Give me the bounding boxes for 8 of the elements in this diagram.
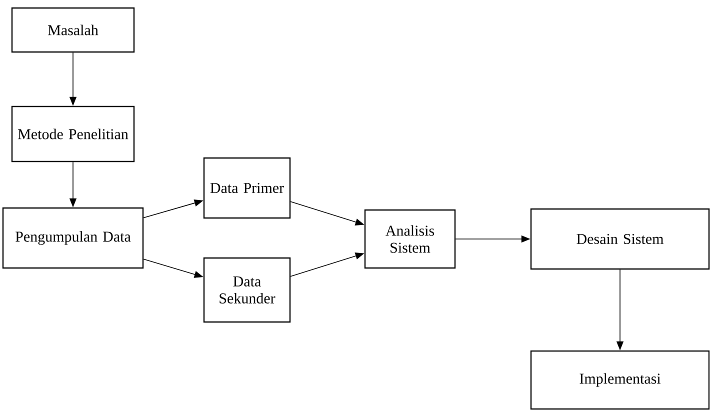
process-box: Pengumpulan Data bbox=[2, 207, 144, 269]
process-box: Metode Penelitian bbox=[11, 106, 135, 162]
process-box: Implementasi bbox=[530, 350, 710, 410]
process-box: Masalah bbox=[11, 7, 135, 53]
process-box: Desain Sistem bbox=[530, 208, 710, 270]
process-box: Data Primer bbox=[203, 157, 291, 219]
process-box: Analisis Sistem bbox=[364, 209, 456, 269]
process-box: Data Sekunder bbox=[203, 257, 291, 323]
